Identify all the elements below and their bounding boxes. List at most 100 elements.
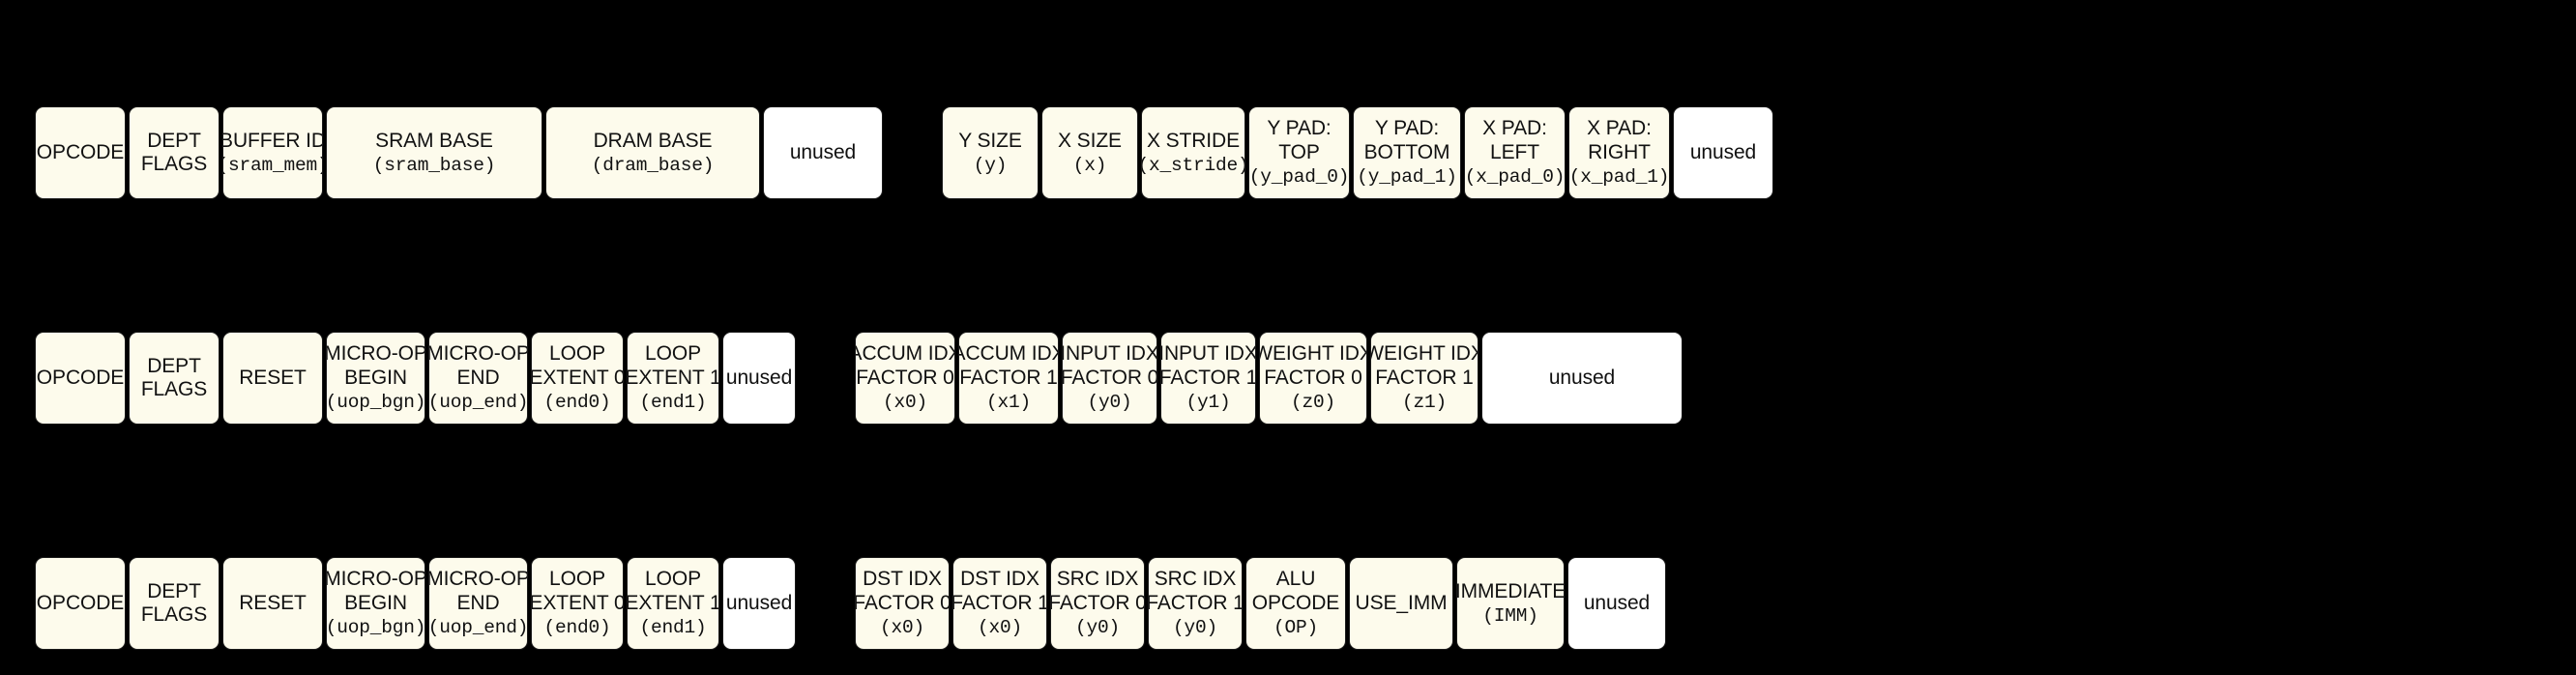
field-code-label: (x1) [985,392,1031,414]
field-label-line: DST IDX [863,568,942,591]
field-code-label: (IMM) [1482,604,1538,627]
field-unused: unused [722,557,796,650]
field-label-line: LOOP [645,342,701,366]
field-code-label: (y0) [1087,392,1132,414]
field-use-imm: USE_IMM [1349,557,1453,650]
field-code-label: (end1) [639,392,707,414]
field-label-line: FACTOR 1 [1375,366,1474,389]
field-code-label: (z1) [1401,392,1447,414]
field-label-line: EXTENT 0 [531,366,624,389]
field-y-pad-top: Y PAD:TOP (y_pad_0) [1248,106,1350,199]
field-code-label: (uop_bgn) [326,617,425,639]
field-label-line: ACCUM IDX [958,342,1058,366]
field-label-line: ACCUM IDX [855,342,954,366]
field-code-label: (x0) [879,617,924,639]
field-code-label: (OP) [1273,617,1318,639]
field-label-line: SRAM BASE [375,129,493,152]
field-code-label: (x_stride) [1141,154,1245,176]
field-label-line: X PAD: [1482,117,1547,140]
field-code-label: (y_pad_1) [1357,166,1457,189]
field-label-line: LOOP [549,568,605,591]
field-label-line: Y PAD: [1374,117,1440,140]
field-y-size: Y SIZE(y) [942,106,1039,199]
field-x-pad-left: X PAD:LEFT(x_pad_0) [1464,106,1566,199]
field-OPCODE: OPCODE [35,332,126,425]
field-unused: unused [763,106,883,199]
field-code-label: (y) [973,154,1008,176]
field-label-line: DRAM BASE [593,129,713,152]
field-unused: unused [1567,557,1666,650]
field-label-line: LOOP [645,568,701,591]
field-code-label: (uop_end) [428,617,528,639]
field-label-line: FACTOR 0 [1050,591,1145,614]
field-unused: unused [722,332,796,425]
field-label-line: TOP [1278,140,1320,163]
field-label-line: FLAGS [140,378,208,400]
field-code-label: (x0) [882,392,927,414]
field-code-label: (end0) [543,392,611,414]
field-label-line: FACTOR 0 [856,366,954,389]
field-reset: RESET [222,332,323,425]
field-label-line: Y PAD: [1267,117,1332,140]
field-label-line: WEIGHT IDX [1370,342,1478,366]
field-label-line: RESET [239,591,307,614]
field-code-label: (dram_base) [591,154,715,176]
field-label-line: X SIZE [1058,129,1122,152]
field-x-stride: X STRIDE(x_stride) [1141,106,1245,199]
field-code-label: (end1) [639,617,707,639]
field-label-line: BEGIN [344,591,407,614]
field-code-label: (y0) [1172,617,1217,639]
field-label-line: USE_IMM [1355,591,1448,614]
field-dram-base: DRAM BASE(dram_base) [545,106,760,199]
field-label-line: RIGHT [1588,140,1651,163]
field-code-label: (x_pad_1) [1568,166,1670,189]
field-label-line: Y SIZE [958,129,1022,152]
field-code-label: (uop_bgn) [326,392,425,414]
field-label-line: BEGIN [344,366,407,389]
field-label-line: LOOP [549,342,605,366]
field-label-line: RESET [239,366,307,389]
field-code-label: (y1) [1186,392,1231,414]
field-label-line: INPUT IDX [1062,342,1157,366]
field-x-pad-right: X PAD:RIGHT(x_pad_1) [1568,106,1670,199]
field-code-label: (uop_end) [428,392,528,414]
field-label-line: unused [725,366,793,389]
field-label-line: FACTOR 0 [1264,366,1362,389]
field-label-line: DST IDX [960,568,1039,591]
field-label-line: FACTOR 1 [1160,366,1256,389]
field-label-line: INPUT IDX [1160,342,1256,366]
field-label-line: MICRO-OP [326,342,425,366]
field-unused: unused [1481,332,1683,425]
field-label-line: WEIGHT IDX [1259,342,1367,366]
field-label-line: unused [1548,366,1616,389]
field-sram-base: SRAM BASE(sram_base) [326,106,542,199]
field-code-label: (end0) [543,617,611,639]
field-label-line: SRC IDX [1056,568,1139,591]
field-label-line: EXTENT 1 [627,591,719,614]
field-label-line: FLAGS [140,153,208,175]
field-label-line: ALU [1275,568,1316,591]
field-code-label: (y_pad_0) [1248,166,1350,189]
field-label-line: unused [1689,140,1757,163]
field-label-line: OPCODE [36,366,125,389]
field-label-line: MICRO-OP [428,568,528,591]
field-label-line: OPCODE [1251,591,1340,614]
